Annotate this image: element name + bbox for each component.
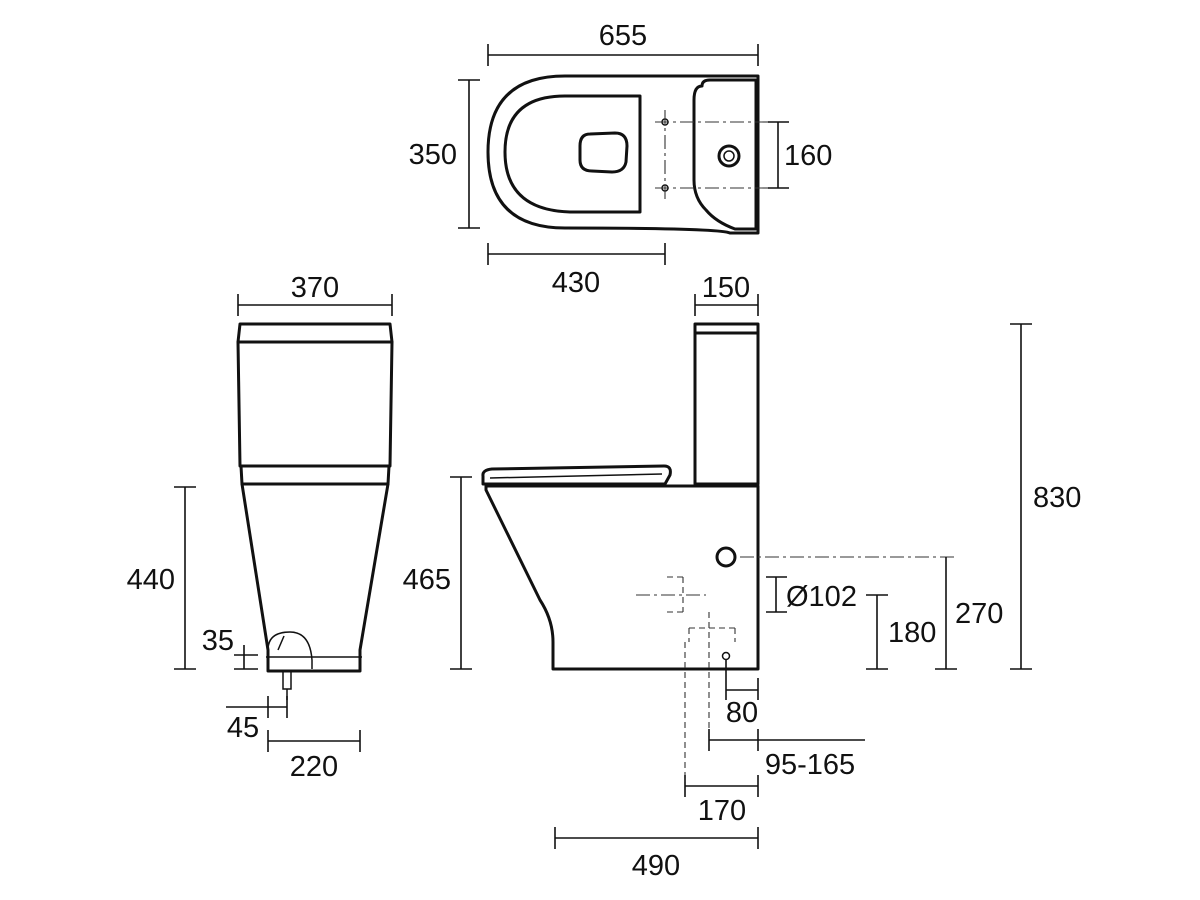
dim-label-front-base-width: 220 bbox=[290, 751, 338, 783]
side-cistern bbox=[693, 331, 760, 486]
side-pan bbox=[484, 484, 760, 671]
dim-label-front-pan-height: 440 bbox=[127, 564, 175, 596]
dim-label-top-depth: 350 bbox=[409, 139, 457, 171]
front-inlet-cutout bbox=[267, 631, 313, 669]
plan-outline bbox=[486, 74, 760, 235]
inlet-point-icon bbox=[721, 651, 731, 661]
plan-cistern bbox=[692, 78, 758, 231]
dim-label-outlet-height-low: 180 bbox=[888, 617, 936, 649]
flush-button-icon bbox=[717, 144, 741, 168]
dim-label-cistern-depth: 150 bbox=[702, 272, 750, 304]
flush-button-inner-icon bbox=[723, 150, 735, 162]
dim-label-projection: 490 bbox=[632, 850, 680, 882]
plan-view: 655 350 430 160 bbox=[409, 20, 833, 299]
dim-label-front-inlet-height: 35 bbox=[202, 625, 234, 657]
water-inlet-icon bbox=[282, 670, 292, 690]
side-seat bbox=[481, 464, 672, 486]
dim-label-outlet-diameter: Ø102 bbox=[786, 581, 857, 613]
dim-label-wall-offset: 80 bbox=[726, 697, 758, 729]
dim-label-top-width: 655 bbox=[599, 20, 647, 52]
dim-label-outlet-setout: 170 bbox=[698, 795, 746, 827]
front-cistern-lid bbox=[236, 322, 394, 344]
front-inlet-detail bbox=[277, 635, 285, 651]
side-view: 150 465 830 Ø102 180 270 80 95 bbox=[403, 272, 1082, 882]
dim-label-total-height: 830 bbox=[1033, 482, 1081, 514]
plan-bowl-rim bbox=[503, 94, 642, 214]
dim-label-fixing-spacing: 160 bbox=[784, 140, 832, 172]
plan-flush-opening bbox=[578, 131, 629, 174]
side-seat-hinge bbox=[489, 473, 663, 479]
outlet-circle-icon bbox=[715, 546, 737, 568]
dim-label-outlet-range: 95-165 bbox=[765, 749, 855, 781]
front-view: 370 440 35 45 220 bbox=[127, 272, 394, 783]
dim-label-front-inlet-offset: 45 bbox=[227, 712, 259, 744]
front-seat bbox=[239, 464, 391, 486]
front-pan bbox=[240, 482, 390, 673]
front-cistern bbox=[236, 340, 394, 468]
dim-label-outlet-height-high: 270 bbox=[955, 598, 1003, 630]
dim-label-front-width: 370 bbox=[291, 272, 339, 304]
dim-label-seat-height: 465 bbox=[403, 564, 451, 596]
dim-label-top-pan: 430 bbox=[552, 267, 600, 299]
